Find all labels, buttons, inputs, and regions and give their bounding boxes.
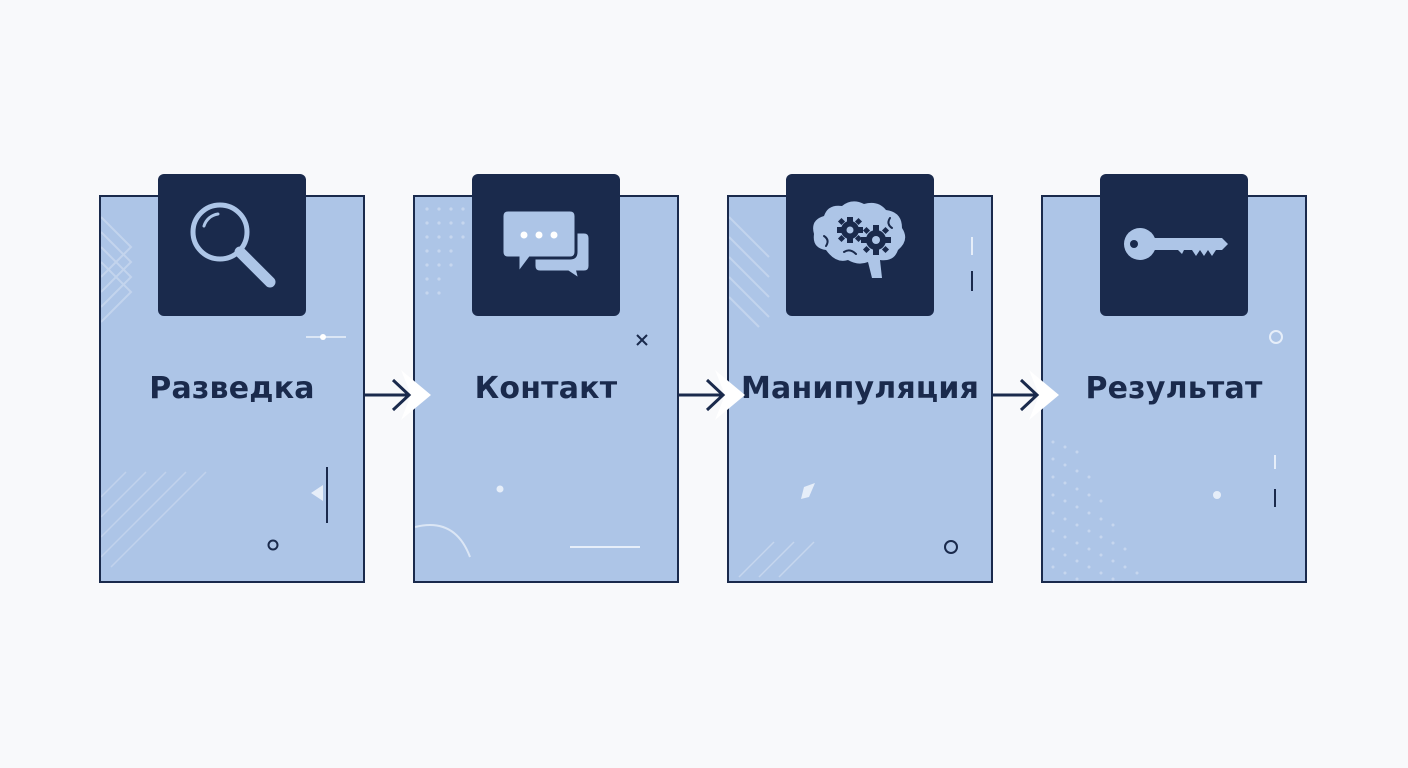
step-tab-2 bbox=[472, 174, 622, 316]
step-tab-1 bbox=[158, 174, 308, 316]
flow-arrow-3 bbox=[993, 370, 1059, 420]
brain-gears-icon bbox=[813, 201, 906, 278]
flow-arrow-2 bbox=[679, 370, 745, 420]
step-label: Результат bbox=[1085, 371, 1263, 406]
magnifying-glass-icon bbox=[190, 202, 276, 288]
step-label: Контакт bbox=[474, 371, 618, 406]
step-label: Разведка bbox=[149, 371, 315, 406]
step-tab-3 bbox=[786, 174, 936, 316]
step-tab-4 bbox=[1100, 174, 1250, 316]
step-label: Манипуляция bbox=[740, 371, 980, 406]
key-icon bbox=[1124, 228, 1228, 260]
flow-arrow-1 bbox=[365, 370, 431, 420]
chat-bubbles-icon bbox=[500, 208, 592, 284]
